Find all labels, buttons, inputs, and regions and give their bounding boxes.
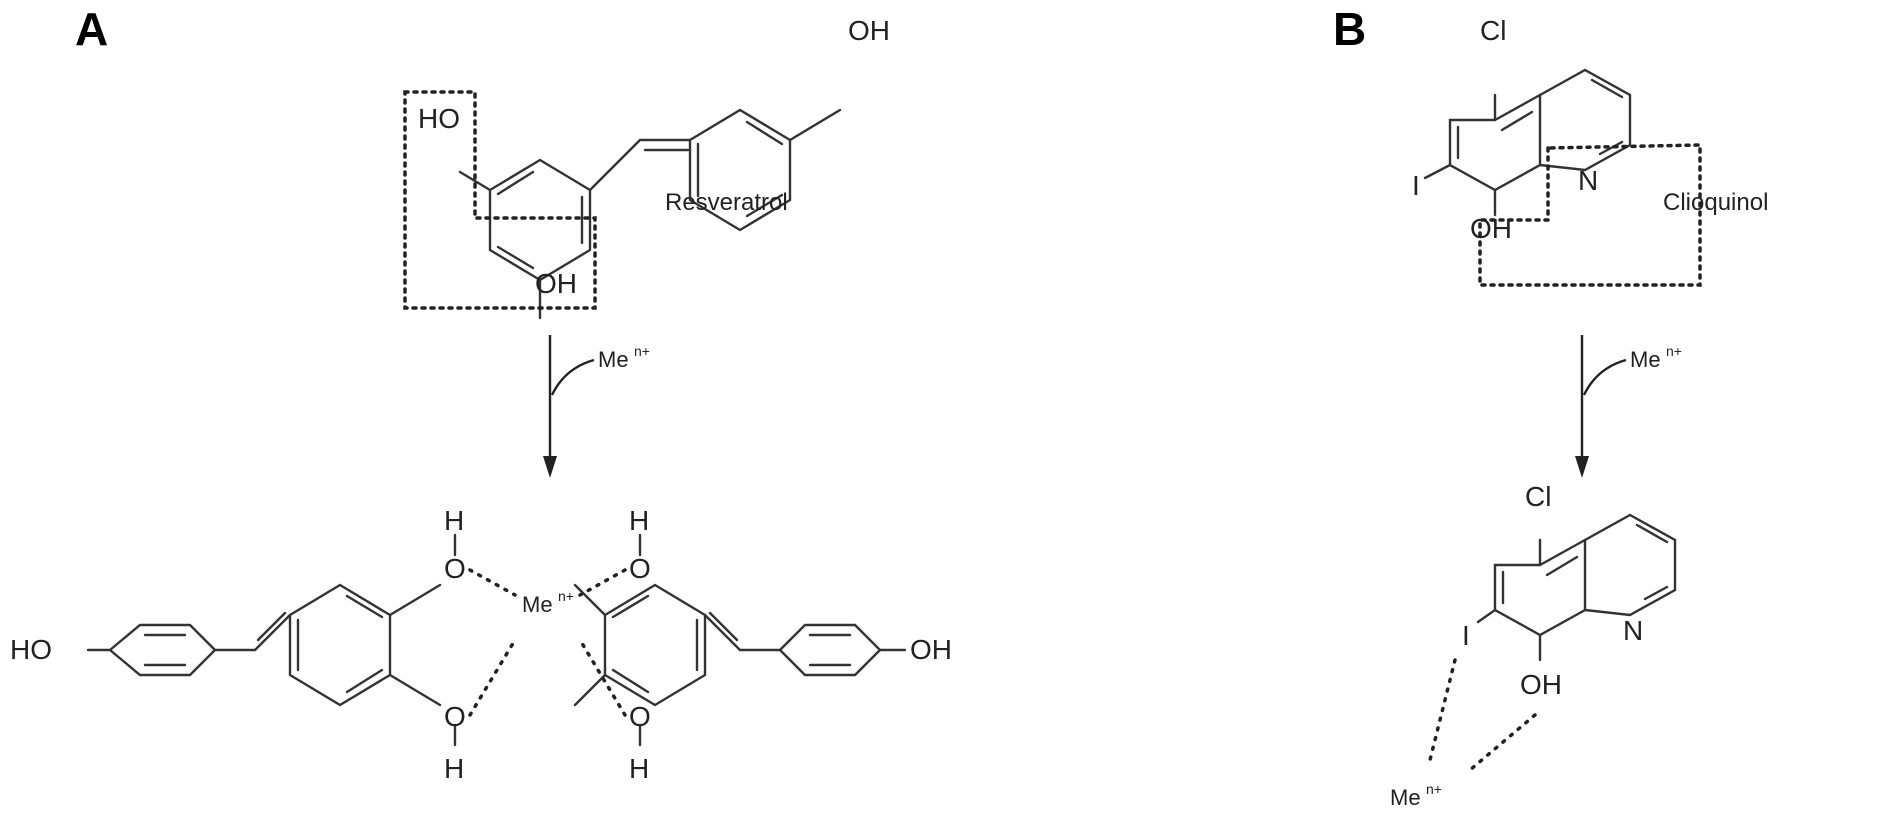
complex-right-para-oh: OH xyxy=(910,634,952,665)
complex-metal-charge: n+ xyxy=(558,588,574,604)
complex-left-ligand: HO O H O H xyxy=(10,505,466,784)
panel-b: B Cl I N OH Clioquinol Me n+ xyxy=(1333,3,1768,810)
complex-right-h-bottom: H xyxy=(629,753,649,784)
clioquinol-label: Clioquinol xyxy=(1663,189,1768,216)
clioquinol-i: I xyxy=(1412,170,1420,201)
complex-right-o-top: O xyxy=(629,553,651,584)
reagent-a-symbol: Me xyxy=(598,347,629,372)
complex-left-h-bottom: H xyxy=(444,753,464,784)
reagent-b-symbol: Me xyxy=(1630,347,1661,372)
complex-metal-center: Me n+ xyxy=(468,568,627,717)
clioquinol-metal-symbol: Me xyxy=(1390,785,1421,810)
resveratrol-structure: OH HO OH Resveratrol xyxy=(418,15,890,320)
clioquinol-binding-box xyxy=(1478,143,1702,287)
reaction-arrow-b: Me n+ xyxy=(1575,335,1682,478)
resveratrol-label: Resveratrol xyxy=(665,189,788,216)
resveratrol-meta-oh: OH xyxy=(535,268,577,299)
clioquinol-complex-i: I xyxy=(1462,620,1470,651)
reaction-arrow-a: Me n+ xyxy=(543,335,650,478)
clioquinol-structure: Cl I N OH Clioquinol xyxy=(1412,15,1768,244)
complex-right-ligand: OH O H O H xyxy=(573,505,952,784)
resveratrol-meta-ho: HO xyxy=(418,103,460,134)
complex-right-o-bottom: O xyxy=(629,701,651,732)
complex-left-h-top: H xyxy=(444,505,464,536)
complex-metal-symbol: Me xyxy=(522,592,553,617)
clioquinol-complex-cl: Cl xyxy=(1525,481,1551,512)
clioquinol-metal-center: Me n+ xyxy=(1390,658,1537,810)
clioquinol-complex-oh: OH xyxy=(1520,669,1562,700)
reagent-a-charge: n+ xyxy=(634,343,650,359)
clioquinol-metal-charge: n+ xyxy=(1426,781,1442,797)
panel-a: A OH HO OH Resveratrol Me n+ xyxy=(10,3,952,784)
clioquinol-n: N xyxy=(1578,165,1598,196)
clioquinol-complex-n: N xyxy=(1623,615,1643,646)
clioquinol-complex-structure: Cl I N OH xyxy=(1462,481,1677,700)
panel-a-letter: A xyxy=(75,3,108,55)
resveratrol-vinyl-bond xyxy=(588,138,692,192)
reagent-b-charge: n+ xyxy=(1666,343,1682,359)
resveratrol-ring-a xyxy=(488,158,592,282)
resveratrol-binding-box xyxy=(403,90,597,310)
complex-left-o-bottom: O xyxy=(444,701,466,732)
resveratrol-para-oh: OH xyxy=(848,15,890,46)
resveratrol-ring-b xyxy=(688,108,792,232)
complex-right-h-top: H xyxy=(629,505,649,536)
complex-left-o-top: O xyxy=(444,553,466,584)
panel-b-letter: B xyxy=(1333,3,1366,55)
complex-left-para-ho: HO xyxy=(10,634,52,665)
clioquinol-cl: Cl xyxy=(1480,15,1506,46)
clioquinol-oh: OH xyxy=(1470,213,1512,244)
